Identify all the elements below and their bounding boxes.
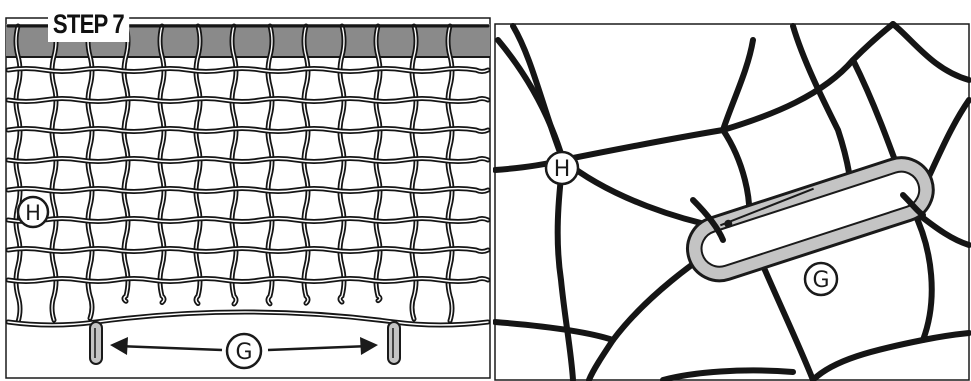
- callout-h-left: H: [16, 195, 50, 229]
- callout-h-label: H: [554, 157, 571, 182]
- net-overview-panel: H G STEP 7: [5, 6, 491, 379]
- carabiner-icon: [686, 156, 935, 283]
- callout-g-label: G: [812, 268, 829, 293]
- step-title: STEP 7: [48, 6, 129, 42]
- closeup-drawing: H G: [493, 21, 971, 381]
- double-arrow-icon: [110, 337, 378, 355]
- callout-g-label: G: [235, 340, 252, 365]
- panel-border: [5, 17, 491, 379]
- callout-h-label: H: [25, 201, 41, 225]
- callout-g-left: G: [225, 332, 263, 370]
- net-cords-over-carabiner: [690, 192, 926, 243]
- callout-g-right: G: [803, 261, 839, 297]
- callout-h-right: H: [544, 150, 580, 186]
- carabiner-icon: [387, 321, 401, 365]
- carabiner-icon: [89, 321, 103, 365]
- net-mesh: [5, 23, 491, 328]
- closeup-panel: H G: [493, 0, 971, 381]
- net-overview-drawing: H G: [5, 17, 491, 379]
